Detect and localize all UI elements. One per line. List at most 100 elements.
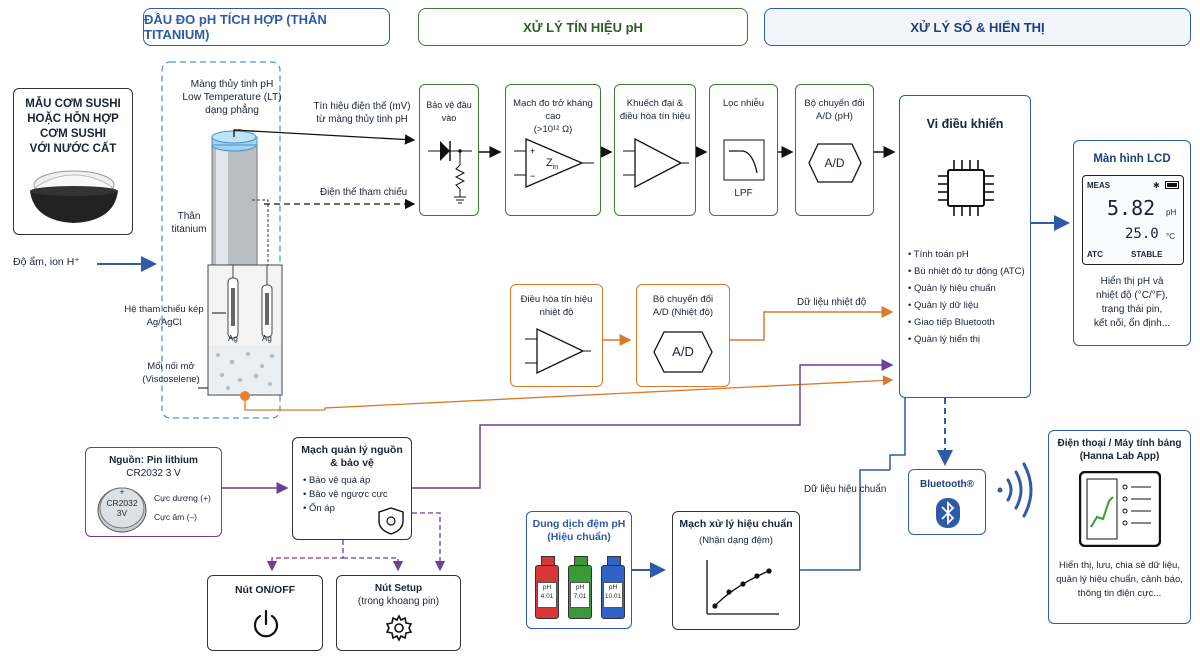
power-to-mcu-line [412,359,894,489]
on-off-label: Nút ON/OFF [234,584,296,596]
lcd-title: Màn hình LCD [1093,153,1171,165]
mcu-feature: Quản lý hiển thị [908,331,1025,348]
mcu-title: Vi điều khiển [926,117,1004,131]
cal-data-line [800,469,890,571]
phone-app-title: Điện thoại / Máy tính bảng(Hanna Lab App… [1057,438,1182,462]
buffer-bottle: pH 4.01 [535,556,559,620]
temp-data-line [730,306,894,341]
zin-symbol: Zin [546,157,559,172]
wireless-waves-icon [997,462,1033,518]
filter-block: Lọc nhiễu LPF [709,84,778,216]
ag-label-2: Ag [262,334,272,343]
lcd-block: Màn hình LCD MEAS ✱ 5.82 pH 25.0 °C ATC … [1073,140,1191,346]
lcd-ph-unit: pH [1166,208,1177,217]
ref-signal-label: Điện thế tham chiếu [320,187,408,198]
junction-temp-line [244,375,894,411]
chip-icon [938,160,994,216]
positive-terminal-label: Cực dương (+) [154,493,211,503]
power-management-title: Mạch quản lý nguồn& bảo vệ [301,444,403,469]
buffer-bottle-ph: pH [575,584,585,591]
buffer-bottle-ph: pH [542,584,552,591]
buffer-bottle-value: 10.01 [604,593,622,600]
lcd-atc-indicator: ATC [1087,250,1103,259]
mcu-feature-list: Tính toán pH Bù nhiệt độ tự động (ATC) Q… [908,246,1025,348]
on-off-button-block: Nút ON/OFF [207,575,323,651]
calibration-block: Mạch xử lý hiệu chuẩn (Nhận dạng đệm) [672,511,800,630]
lcd-temp-unit: °C [1166,232,1175,241]
input-label: Độ ẩm, ion H⁺ [13,256,80,268]
tablet-icon [1079,471,1161,547]
gear-icon[interactable] [385,614,413,642]
mcu-feature: Bù nhiệt độ tự động (ATC) [908,263,1025,280]
buffer-title: Dung dịch đệm pH(Hiệu chuẩn) [532,518,626,543]
lcd-meas-indicator: MEAS [1087,181,1111,190]
open-junction-label: Mối nối mở(Viscoselene) [142,361,200,385]
input-protection-block: Bảo vệ đầu vào [419,84,479,216]
lcd-temp-value: 25.0 [1125,226,1159,242]
filter-label: Lọc nhiễu [722,98,765,109]
microcontroller-block: Vi điều khiển Tính toán pH Bù nhiệt độ t… [899,95,1031,398]
digital-section-header: XỬ LÝ SỐ & HIỂN THỊ [764,8,1191,46]
power-icon[interactable] [251,608,281,640]
mv-signal-line [233,129,416,145]
battery-icon [1165,181,1179,189]
amplifier-icon [623,137,689,189]
lcd-stable-indicator: STABLE [1131,250,1163,259]
buffer-bottle: pH 10.01 [601,556,625,620]
buffer-bottles: pH 4.01 pH 7.01 pH 10.01 [535,556,627,622]
probe-section-header: ĐẦU ĐO pH TÍCH HỢP (THÂN TITANIUM) [143,8,390,46]
calibration-title: Mạch xử lý hiệu chuẩn [679,518,793,530]
buffer-bottle-value: 4.01 [540,593,554,600]
power-management-list: Bảo vệ quá áp Bảo vệ ngược cực Ổn áp [303,474,388,516]
mcu-feature: Quản lý dữ liệu [908,297,1025,314]
mcu-feature: Quản lý hiệu chuẩn [908,280,1025,297]
mv-signal-label: Tín hiệu điện thế (mV)từ màng thủy tinh … [313,101,411,125]
negative-terminal-label: Cực âm (–) [154,512,197,522]
temp-adc-symbol: A/D [672,344,694,359]
mcu-feature: Giao tiếp Bluetooth [908,314,1025,331]
buffer-bottle: pH 7.01 [568,556,592,620]
temp-amplifier-icon [525,327,591,375]
ph-adc-symbol: A/D [824,156,845,170]
rice-bowl-icon [30,170,118,223]
probe-frame [161,61,281,419]
op-amp-icon: + − [514,138,594,188]
buffer-solution-block: Dung dịch đệm pH(Hiệu chuẩn) pH 4.01 pH 7.0… [526,511,632,629]
temp-data-label: Dữ liệu nhiệt độ [797,297,867,308]
bluetooth-small-icon: ✱ [1153,181,1160,190]
lowpass-filter-icon [723,139,765,181]
buffer-bottle-ph: pH [608,584,618,591]
lcd-ph-value: 5.82 [1107,196,1156,220]
high-impedance-block: Mạch đo trở kháng cao(>10¹² Ω) + − Zin [505,84,601,216]
power-feature: Bảo vệ quá áp [303,474,388,488]
bluetooth-icon[interactable] [936,498,960,528]
amplifier-label: Khuếch đại &điều hòa tín hiệu [619,98,691,122]
mcu-feature: Tính toán pH [908,246,1025,263]
buffer-bottle-value: 7.01 [573,593,587,600]
lcd-screen: MEAS ✱ 5.82 pH 25.0 °C ATC STABLE [1082,175,1184,265]
ag-label-1: Ag [228,334,238,343]
probe-body [207,130,283,401]
high-impedance-label: Mạch đo trở kháng cao(>10¹² Ω) [513,98,593,135]
power-feature: Bảo vệ ngược cực [303,488,388,502]
coin-cell-icon [97,487,147,533]
setup-label: Nút Setup(trong khoang pin) [357,583,440,607]
lpf-label: LPF [734,188,753,199]
shield-icon [378,507,404,535]
bluetooth-block: Bluetooth® [908,469,986,535]
phone-app-description: Hiển thị, lưu, chia sẻ dữ liệu,quản lý h… [1056,560,1183,599]
svg-text:+: + [530,146,535,156]
